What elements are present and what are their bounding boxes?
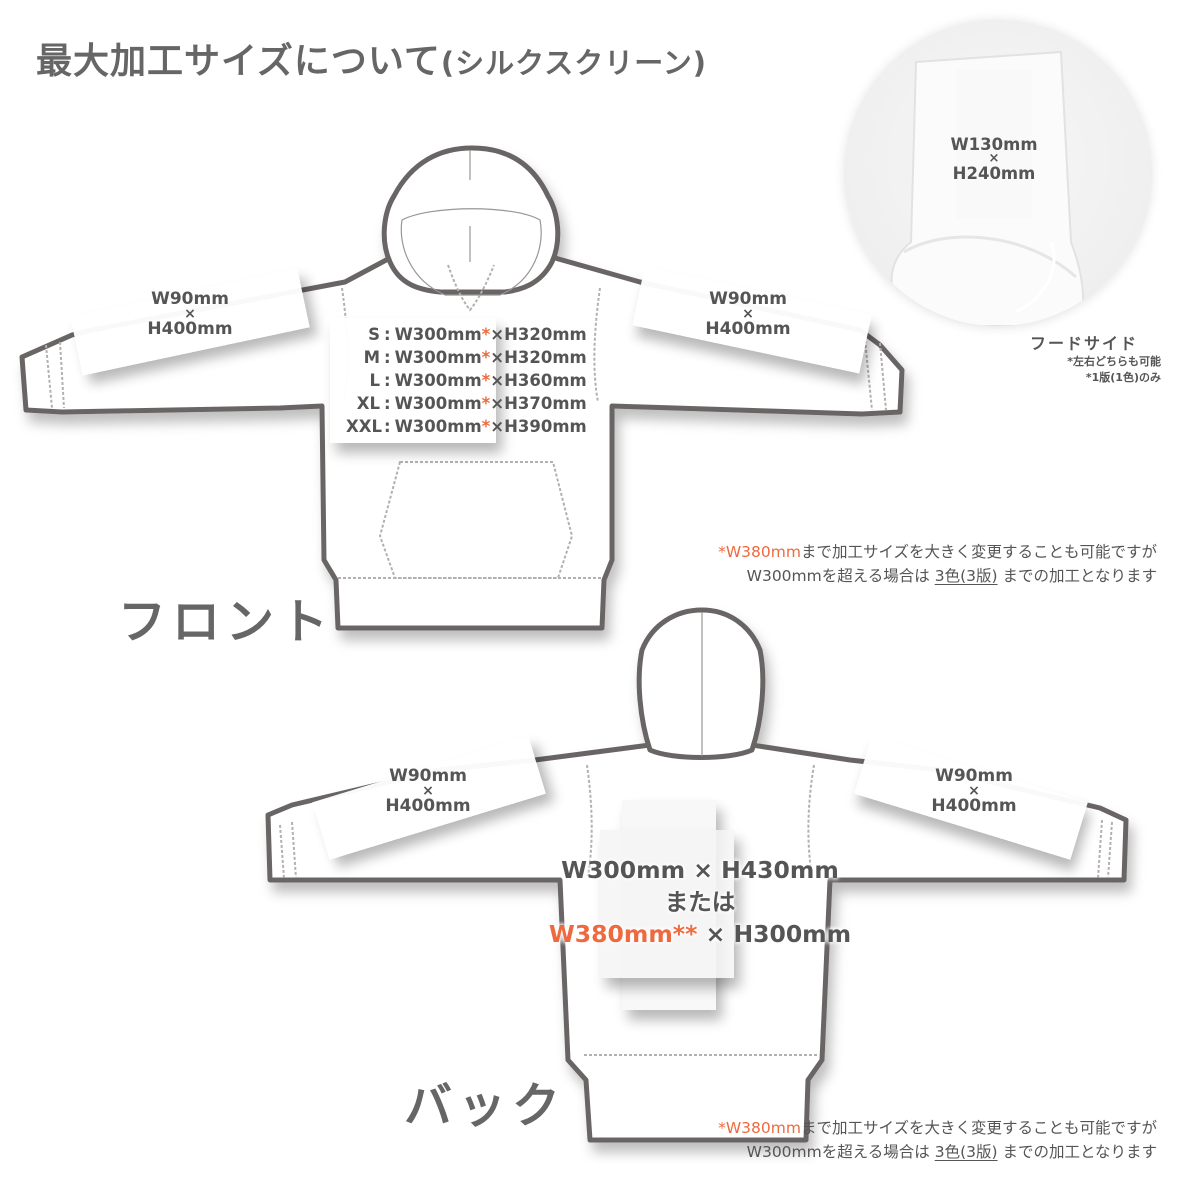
sleeve-height: H400mm	[385, 796, 471, 816]
print-width: W300mm	[394, 348, 482, 367]
times-sign: ×	[490, 325, 505, 344]
asterisk: *	[481, 325, 491, 344]
note-line2-post: までの加工となります	[997, 1143, 1157, 1161]
note-line2-underlined: 3色(3版)	[934, 567, 998, 585]
separator: :	[384, 371, 391, 390]
front-right-sleeve-size: W90mm × H400mm	[678, 290, 818, 338]
front-size-table: S:W300mm*×H320mm M:W300mm*×H320mm L:W300…	[346, 323, 587, 438]
hood-note-both-sides: *左右どちらも可能	[1067, 355, 1161, 368]
sleeve-height: H400mm	[147, 319, 233, 339]
sleeve-width: W90mm	[935, 766, 1013, 786]
back-option-wide-rest: × H300mm	[697, 920, 852, 948]
front-left-sleeve-size: W90mm × H400mm	[120, 290, 260, 338]
print-height: H390mm	[504, 417, 587, 436]
print-width: W300mm	[394, 371, 482, 390]
front-label: フロント	[118, 594, 335, 650]
hood-side-view: W130mm × H240mm	[846, 22, 1150, 326]
page-title: 最大加工サイズについて(シルクスクリーン)	[36, 32, 707, 84]
print-height: H370mm	[504, 394, 587, 413]
hood-height: H240mm	[952, 164, 1036, 183]
note-line1-text: まで加工サイズを大きく変更することも可能ですが	[800, 543, 1157, 561]
note-line2-pre: W300mmを超える場合は	[746, 567, 935, 585]
times-sign: ×	[742, 306, 754, 322]
size-row-m: M:W300mm*×H320mm	[346, 346, 587, 369]
times-sign: ×	[422, 783, 434, 799]
sleeve-width: W90mm	[389, 766, 467, 786]
note-line2-underlined: 3色(3版)	[934, 1143, 998, 1161]
title-sub: (シルクスクリーン)	[440, 46, 708, 80]
hood-print-size: W130mm × H240mm	[931, 136, 1057, 182]
sleeve-width: W90mm	[709, 289, 787, 309]
back-option-wide: W380mm** × H300mm	[540, 918, 860, 950]
separator: :	[384, 348, 391, 367]
separator: :	[384, 417, 391, 436]
back-body-size: W300mm × H430mm または W380mm** × H300mm	[540, 854, 860, 950]
asterisk: *	[481, 348, 491, 367]
hood-width: W130mm	[950, 135, 1038, 154]
back-right-sleeve-size: W90mm × H400mm	[904, 767, 1044, 815]
note-line1-text: まで加工サイズを大きく変更することも可能ですが	[800, 1119, 1157, 1137]
times-sign: ×	[490, 348, 505, 367]
back-option-tall: W300mm × H430mm	[561, 856, 839, 884]
front-body-print-area	[330, 318, 496, 443]
sleeve-height: H400mm	[705, 319, 791, 339]
size-row-s: S:W300mm*×H320mm	[346, 323, 587, 346]
back-left-sleeve-size: W90mm × H400mm	[358, 767, 498, 815]
sleeve-width: W90mm	[151, 289, 229, 309]
times-sign: ×	[184, 306, 196, 322]
note-accent: *W380mm	[718, 1119, 801, 1137]
print-width: W300mm	[394, 394, 482, 413]
hood-note-one-color: *1版(1色)のみ	[1085, 371, 1161, 384]
hood-print-area	[956, 69, 1032, 219]
title-main: 最大加工サイズについて	[36, 41, 441, 82]
print-width: W300mm	[394, 417, 482, 436]
size-label: S	[368, 325, 380, 344]
separator: :	[384, 394, 391, 413]
size-label: XXL	[346, 417, 382, 436]
note-line2-pre: W300mmを超える場合は	[746, 1143, 935, 1161]
hood-side-caption: フードサイド	[1030, 334, 1139, 353]
hood-side-notes: *左右どちらも可能 *1版(1色)のみ	[1067, 354, 1161, 386]
times-sign: ×	[988, 151, 1000, 166]
front-note-line2: W300mmを超える場合は 3色(3版) までの加工となります	[718, 564, 1157, 588]
size-label: L	[369, 371, 380, 390]
asterisk: *	[481, 394, 491, 413]
back-note: *W380mmまで加工サイズを大きく変更することも可能ですが W300mmを超え…	[718, 1116, 1157, 1164]
back-option-wide-accent: W380mm**	[548, 920, 698, 948]
times-sign: ×	[490, 417, 505, 436]
back-label: バック	[404, 1078, 567, 1134]
back-or: または	[664, 888, 736, 916]
print-height: H320mm	[504, 348, 587, 367]
back-note-line2: W300mmを超える場合は 3色(3版) までの加工となります	[718, 1140, 1157, 1164]
print-height: H320mm	[504, 325, 587, 344]
note-accent: *W380mm	[718, 543, 801, 561]
front-hoodie-drawing	[19, 145, 905, 631]
times-sign: ×	[490, 371, 505, 390]
asterisk: *	[481, 371, 491, 390]
note-line2-post: までの加工となります	[997, 567, 1157, 585]
asterisk: *	[481, 417, 491, 436]
times-sign: ×	[968, 783, 980, 799]
size-label: M	[363, 348, 380, 367]
sleeve-height: H400mm	[931, 796, 1017, 816]
size-row-l: L:W300mm*×H360mm	[346, 369, 587, 392]
times-sign: ×	[490, 394, 505, 413]
separator: :	[384, 325, 391, 344]
back-wide-print-area	[600, 830, 734, 978]
front-note: *W380mmまで加工サイズを大きく変更することも可能ですが W300mmを超え…	[718, 540, 1157, 588]
size-row-xl: XL:W300mm*×H370mm	[346, 392, 587, 415]
size-label: XL	[356, 394, 380, 413]
size-row-xxl: XXL:W300mm*×H390mm	[346, 415, 587, 438]
print-height: H360mm	[504, 371, 587, 390]
front-note-line1: *W380mmまで加工サイズを大きく変更することも可能ですが	[718, 540, 1157, 564]
print-width: W300mm	[394, 325, 482, 344]
back-note-line1: *W380mmまで加工サイズを大きく変更することも可能ですが	[718, 1116, 1157, 1140]
